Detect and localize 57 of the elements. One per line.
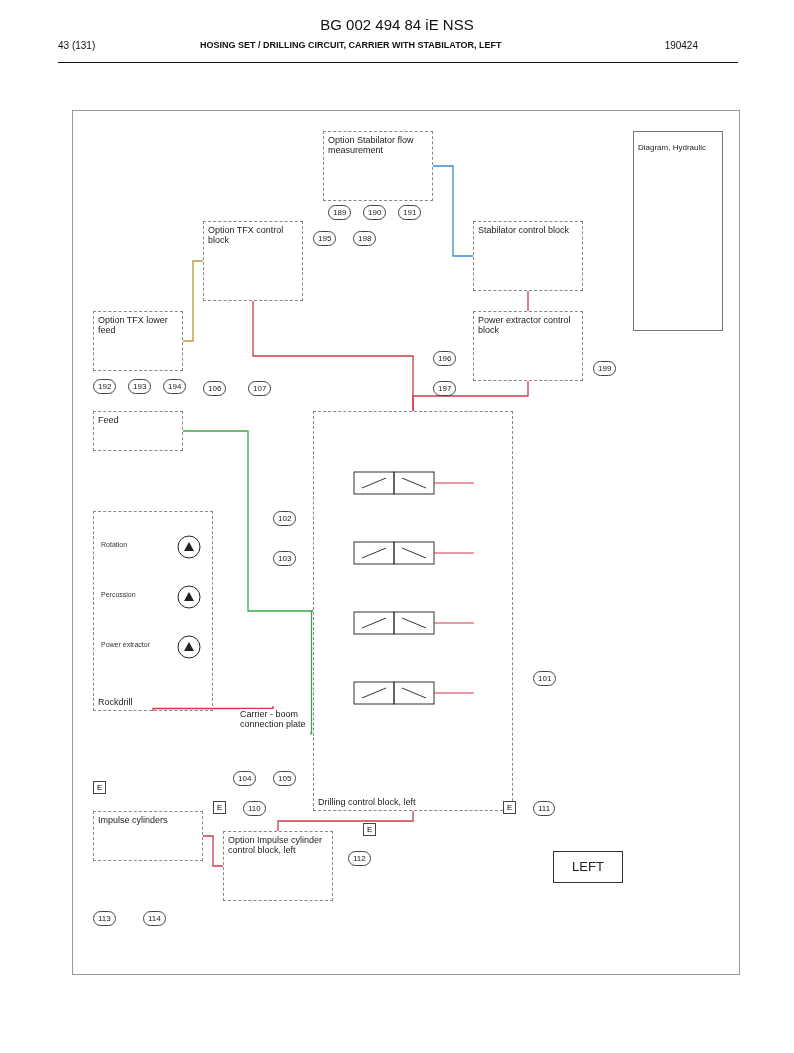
callout-number: 194 <box>163 379 187 394</box>
callout-number: 195 <box>313 231 337 246</box>
callout-number: 197 <box>433 381 457 396</box>
callout-number: 190 <box>363 205 387 220</box>
hose-line <box>252 300 414 412</box>
hose-line <box>527 290 529 312</box>
hose-line <box>202 835 224 867</box>
control-block <box>93 811 203 861</box>
side-marker-box <box>553 851 623 883</box>
control-block <box>473 311 583 381</box>
hose-line <box>432 165 474 257</box>
date-code: 190424 <box>664 40 698 51</box>
drawing-title: Diagram, Hydraulic <box>638 143 707 152</box>
callout-number: 107 <box>248 381 272 396</box>
block-label: Stabilator control block <box>478 225 570 236</box>
callout-number: 102 <box>273 511 297 526</box>
callout-number: 193 <box>128 379 152 394</box>
control-block <box>313 411 513 811</box>
hose-line <box>182 260 204 342</box>
callout-number: 113 <box>93 911 116 926</box>
callout-number: 189 <box>328 205 352 220</box>
callout-number: 196 <box>433 351 457 366</box>
callout-number: 101 <box>533 671 557 686</box>
callout-number: 110 <box>243 801 266 816</box>
control-block <box>203 221 303 301</box>
electric-marker: E <box>213 801 227 814</box>
callout-number: 106 <box>203 381 227 396</box>
electric-marker: E <box>503 801 517 814</box>
electric-marker: E <box>363 823 377 836</box>
callout-number: 104 <box>233 771 257 786</box>
hose-line <box>277 810 414 832</box>
page-number: 43 (131) <box>58 40 96 51</box>
block-label: Drilling control block, left <box>318 796 416 807</box>
block-label: Impulse cylinders <box>98 815 168 826</box>
block-label: Carrier - boom connection plate <box>240 709 306 730</box>
callout-number: 114 <box>143 911 166 926</box>
callout-number: 198 <box>353 231 377 246</box>
document-number: BG 002 494 84 iE NSS <box>319 16 475 33</box>
callout-number: 112 <box>348 851 371 866</box>
block-label: Feed <box>98 415 119 426</box>
callout-number: 192 <box>93 379 117 394</box>
callout-number: 111 <box>533 801 556 816</box>
hose-line <box>309 610 314 735</box>
control-block <box>323 131 433 201</box>
hose-line <box>152 705 274 712</box>
callout-number: 199 <box>593 361 617 376</box>
page-heading: HOSING SET / DRILLING CIRCUIT, CARRIER WITH STABILATOR, LEFT <box>200 40 502 50</box>
control-block <box>223 831 333 901</box>
block-label: Rockdrill <box>98 696 133 707</box>
callout-number: 105 <box>273 771 297 786</box>
control-block <box>473 221 583 291</box>
hose-line <box>182 430 314 612</box>
electric-marker: E <box>93 781 107 794</box>
callout-number: 191 <box>398 205 422 220</box>
control-block <box>93 311 183 371</box>
callout-number: 103 <box>273 551 297 566</box>
control-block <box>93 411 183 451</box>
